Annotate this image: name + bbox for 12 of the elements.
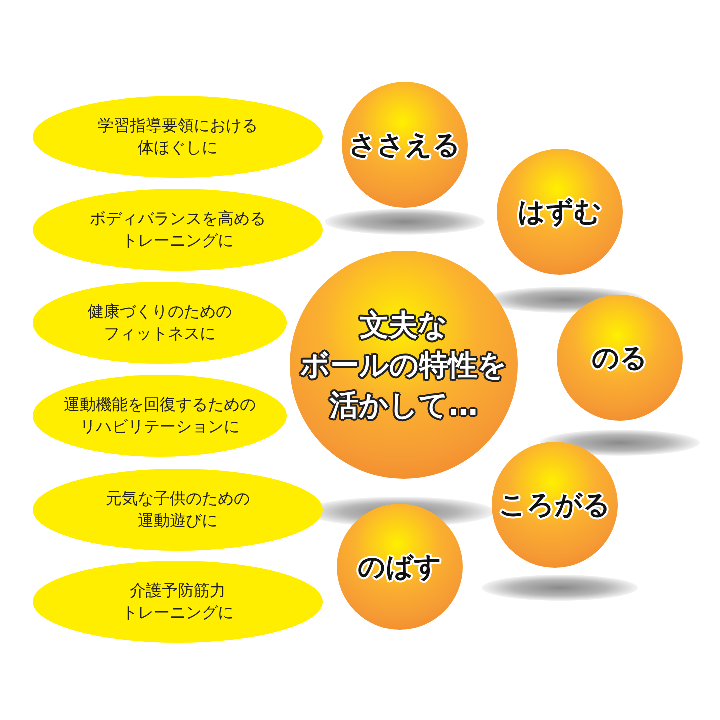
ball-text: 文夫なボールの特性を活かして… bbox=[300, 307, 508, 424]
label-text: 健康づくりのためのフィットネスに bbox=[88, 301, 232, 345]
label-text: 運動機能を回復するためのリハビリテーションに bbox=[64, 394, 256, 438]
label-text: ボディバランスを高めるトレーニングに bbox=[90, 208, 266, 252]
ball-text: のばす bbox=[358, 551, 442, 585]
ball-text: はずむ bbox=[518, 196, 602, 230]
label-text: 学習指導要領における体ほぐしに bbox=[98, 115, 258, 159]
label-text: 元気な子供のための運動遊びに bbox=[106, 488, 250, 532]
label-text: 介護予防筋力トレーニングに bbox=[122, 580, 234, 624]
ball-text: ころがる bbox=[499, 489, 611, 523]
ball-text: ささえる bbox=[349, 129, 461, 163]
ball-text: のる bbox=[592, 342, 648, 376]
